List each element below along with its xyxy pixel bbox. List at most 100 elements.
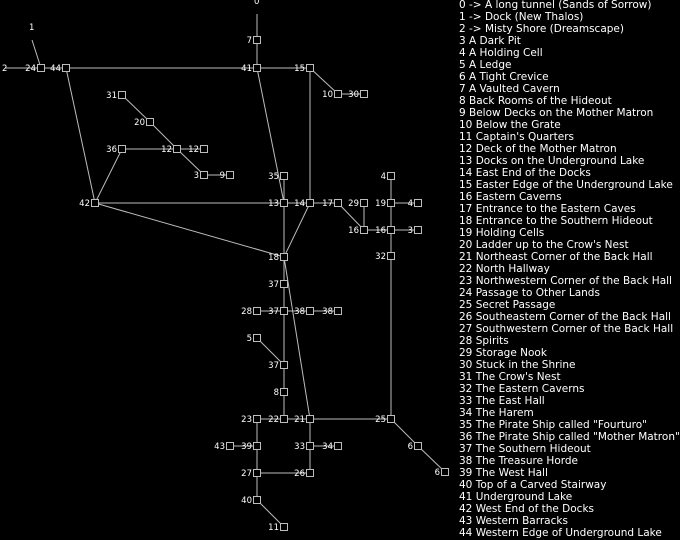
room-label: 12 bbox=[188, 145, 199, 155]
connection-line bbox=[94, 148, 123, 204]
legend-item: 26 Southeastern Corner of the Back Hall bbox=[459, 311, 671, 323]
legend-item: 42 West End of the Docks bbox=[459, 503, 595, 515]
room-node: 4 bbox=[381, 172, 395, 182]
legend-item: 43 Western Barracks bbox=[459, 515, 568, 527]
room-label: 42 bbox=[79, 199, 90, 209]
room-label: 9 bbox=[220, 171, 225, 181]
room-label: 14 bbox=[294, 199, 305, 209]
room-box bbox=[387, 252, 395, 260]
legend-item: 30 Stuck in the Shrine bbox=[459, 359, 576, 371]
room-label: 41 bbox=[241, 64, 252, 74]
room-box bbox=[37, 64, 45, 72]
room-box bbox=[280, 253, 288, 261]
room-box bbox=[200, 171, 208, 179]
legend-item: 17 Entrance to the Eastern Caves bbox=[459, 203, 636, 215]
room-node: 26 bbox=[294, 469, 314, 479]
legend-item: 21 Northeast Corner of the Back Hall bbox=[459, 251, 653, 263]
room-legend: 0 -> A long tunnel (Sands of Sorrow)1 ->… bbox=[459, 0, 680, 540]
legend-item: 4 A Holding Cell bbox=[459, 47, 543, 59]
room-box bbox=[306, 64, 314, 72]
room-label: 26 bbox=[294, 469, 305, 479]
room-box bbox=[253, 334, 261, 342]
room-label: 37 bbox=[268, 361, 279, 371]
room-box bbox=[360, 90, 368, 98]
room-label: 3 bbox=[194, 171, 199, 181]
room-label: 8 bbox=[274, 388, 279, 398]
legend-item: 13 Docks on the Underground Lake bbox=[459, 155, 645, 167]
legend-item: 7 A Vaulted Cavern bbox=[459, 83, 560, 95]
connection-line bbox=[176, 148, 205, 176]
room-label: 25 bbox=[375, 415, 386, 425]
room-node: 3 bbox=[408, 226, 422, 236]
map-connections bbox=[5, 14, 446, 528]
legend-item: 40 Top of a Carved Stairway bbox=[459, 479, 607, 491]
room-box bbox=[387, 199, 395, 207]
room-node: 29 bbox=[348, 199, 368, 209]
room-node: 18 bbox=[268, 253, 288, 263]
legend-item: 36 The Pirate Ship called "Mother Matron… bbox=[459, 431, 680, 443]
room-node: 13 bbox=[268, 199, 288, 209]
room-box bbox=[253, 36, 261, 44]
room-node: 5 bbox=[247, 334, 261, 344]
room-node: 20 bbox=[134, 118, 154, 128]
legend-item: 0 -> A long tunnel (Sands of Sorrow) bbox=[459, 0, 652, 11]
legend-item: 19 Holding Cells bbox=[459, 227, 545, 239]
connection-line bbox=[417, 445, 446, 473]
room-label: 22 bbox=[268, 415, 279, 425]
room-node: 2 bbox=[2, 64, 7, 74]
room-node: 1 bbox=[29, 23, 34, 33]
room-node: 38 bbox=[294, 307, 314, 317]
connection-line bbox=[149, 121, 178, 150]
room-box bbox=[280, 415, 288, 423]
room-node: 19 bbox=[375, 199, 395, 209]
legend-item: 41 Underground Lake bbox=[459, 491, 573, 503]
room-node: 17 bbox=[322, 199, 342, 209]
room-label: 43 bbox=[214, 442, 225, 452]
room-node: 27 bbox=[241, 469, 261, 479]
room-box bbox=[280, 523, 288, 531]
room-box bbox=[414, 442, 422, 450]
room-box bbox=[173, 145, 181, 153]
room-label: 36 bbox=[106, 145, 117, 155]
legend-item: 12 Deck of the Mother Matron bbox=[459, 143, 617, 155]
room-node: 12 bbox=[188, 145, 208, 155]
room-label: 34 bbox=[322, 442, 333, 452]
room-node: 0 bbox=[254, 0, 259, 7]
room-box bbox=[360, 226, 368, 234]
connection-line bbox=[337, 202, 365, 231]
room-label: 20 bbox=[134, 118, 145, 128]
room-label: 6 bbox=[408, 442, 413, 452]
connection-line bbox=[390, 418, 419, 447]
room-node: 12 bbox=[161, 145, 181, 155]
room-box bbox=[306, 415, 314, 423]
room-node: 8 bbox=[274, 388, 288, 398]
room-label: 2 bbox=[2, 64, 7, 74]
room-label: 27 bbox=[241, 469, 252, 479]
room-label: 15 bbox=[294, 64, 305, 74]
room-node: 9 bbox=[220, 171, 234, 181]
room-box bbox=[253, 442, 261, 450]
room-box bbox=[280, 199, 288, 207]
connection-line bbox=[121, 94, 151, 123]
room-label: 10 bbox=[322, 90, 333, 100]
room-node: 32 bbox=[375, 252, 395, 262]
room-label: 5 bbox=[247, 334, 252, 344]
legend-item: 32 The Eastern Caverns bbox=[459, 383, 585, 395]
room-box bbox=[62, 64, 70, 72]
legend-item: 6 A Tight Crevice bbox=[459, 71, 549, 83]
room-label: 38 bbox=[294, 307, 305, 317]
room-node: 15 bbox=[294, 64, 314, 74]
room-box bbox=[280, 307, 288, 315]
room-label: 44 bbox=[50, 64, 61, 74]
room-node: 6 bbox=[408, 442, 422, 452]
room-node: 44 bbox=[50, 64, 70, 74]
room-node: 7 bbox=[247, 36, 261, 46]
room-label: 7 bbox=[247, 36, 252, 46]
room-box bbox=[226, 442, 234, 450]
room-label: 1 bbox=[29, 23, 34, 33]
room-box bbox=[253, 496, 261, 504]
room-node: 10 bbox=[322, 90, 342, 100]
room-label: 39 bbox=[241, 442, 252, 452]
